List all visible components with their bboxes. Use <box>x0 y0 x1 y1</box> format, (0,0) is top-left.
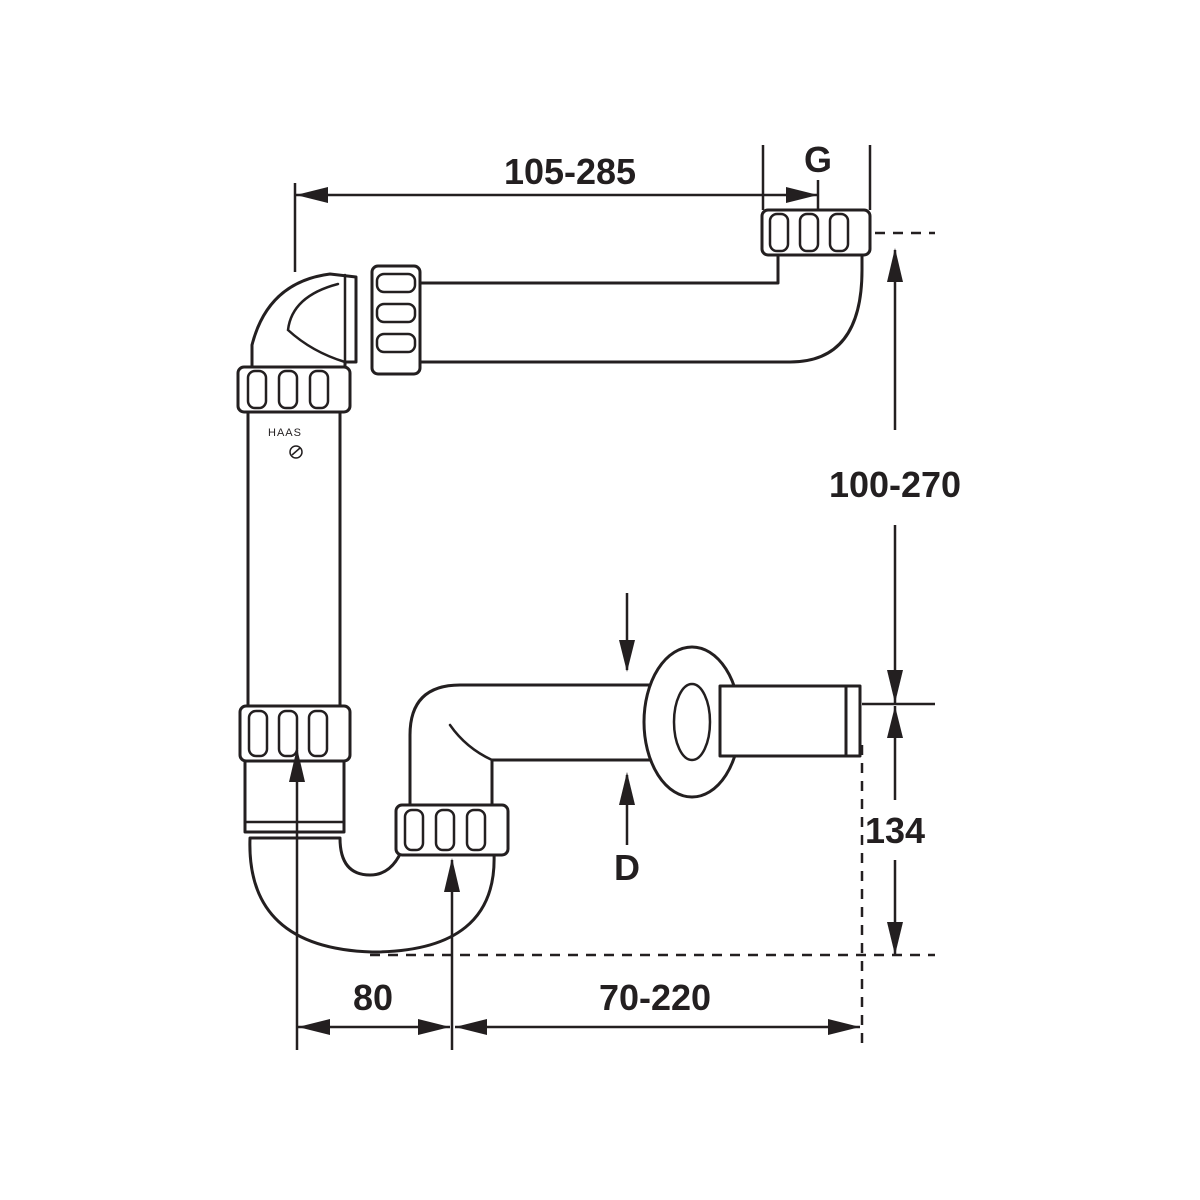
label-height-range: 100-270 <box>829 464 961 505</box>
arrow-wall-distance-right <box>828 1019 860 1035</box>
arrow-top-right <box>786 187 818 203</box>
upper-arm-nut <box>370 264 422 376</box>
outlet-pipe-end <box>844 684 862 758</box>
trap-outlet-nut <box>394 803 510 857</box>
arrow-height-top <box>887 248 903 282</box>
arrow-wall-distance-left <box>455 1019 487 1035</box>
arrow-trap-width-left <box>298 1019 330 1035</box>
arrow-outlet-top <box>887 706 903 738</box>
outlet-pipe <box>718 684 854 758</box>
label-outlet-height: 134 <box>865 810 925 851</box>
arrow-outlet-bottom <box>887 922 903 955</box>
upper-elbow-inner-curve <box>286 282 347 364</box>
wall-rosette-inner <box>672 682 712 762</box>
trap-u-bend <box>248 826 496 954</box>
arrow-center-vertical-pipe <box>289 748 305 782</box>
arrow-center-trap-outlet <box>444 858 460 892</box>
haas-logo-mark-icon <box>289 445 303 459</box>
upper-elbow <box>250 272 358 374</box>
label-top-width: 105-285 <box>504 151 636 192</box>
lower-vertical-nut <box>238 704 352 763</box>
arrow-height-bottom <box>887 670 903 703</box>
top-nut <box>760 208 872 257</box>
arrow-top-left <box>296 187 328 203</box>
label-wall-distance: 70-220 <box>599 977 711 1018</box>
label-trap-width: 80 <box>353 977 393 1018</box>
vertical-pipe <box>246 408 342 710</box>
label-outlet-diameter: D <box>614 847 640 888</box>
outlet-bend-inner-curve <box>448 723 494 762</box>
arrow-d-bottom <box>619 772 635 805</box>
upper-horizontal-pipe <box>398 253 864 364</box>
haas-logo: HAAS <box>268 427 302 439</box>
arrow-trap-width-right <box>418 1019 450 1035</box>
arrow-d-top <box>619 640 635 672</box>
label-thread: G <box>804 139 832 180</box>
upper-vertical-nut <box>236 365 352 414</box>
